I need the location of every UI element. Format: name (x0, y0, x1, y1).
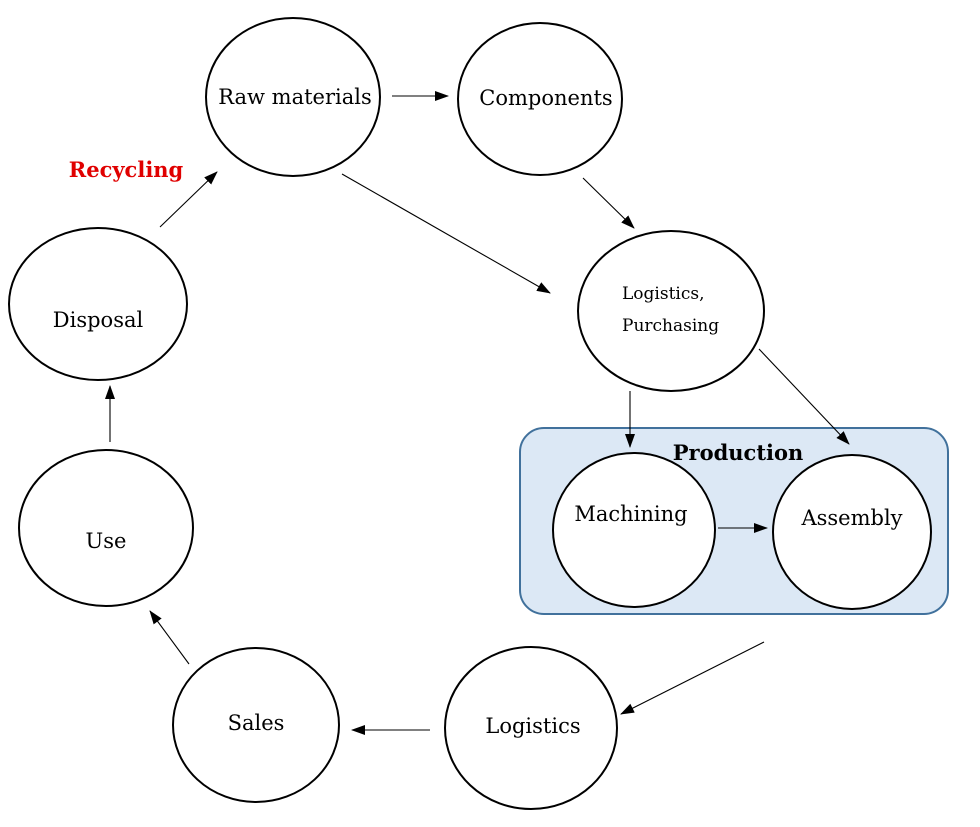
edge-sales-to-use (149, 610, 190, 665)
node-assembly-label: Assembly (800, 506, 902, 530)
node-disposal: Disposal (8, 227, 188, 381)
node-use: Use (18, 449, 194, 607)
edge-production-to-logistics (620, 641, 765, 715)
node-logistics-purchasing-label-line1: Logistics, (622, 284, 705, 304)
recycling-annotation: Recycling (69, 157, 184, 182)
node-components: Components (457, 22, 623, 176)
edges (105, 91, 850, 735)
edge-raw-materials-to-logistics-purchasing (341, 173, 551, 294)
node-logistics: Logistics (444, 646, 618, 810)
node-use-label: Use (86, 529, 127, 553)
node-logistics-label: Logistics (485, 714, 580, 738)
edge-components-to-logistics-purchasing (582, 177, 635, 229)
node-sales-label: Sales (228, 711, 285, 735)
node-raw-materials-label: Raw materials (218, 85, 372, 109)
edge-logistics-purchasing-to-assembly (758, 348, 850, 445)
node-components-label: Components (479, 86, 612, 110)
node-logistics-purchasing: Logistics, Purchasing (577, 230, 765, 392)
node-machining: Machining (552, 452, 716, 608)
production-group-title: Production (673, 440, 804, 465)
node-raw-materials: Raw materials (205, 17, 381, 177)
node-assembly: Assembly (772, 454, 932, 610)
node-logistics-purchasing-label-line2: Purchasing (622, 316, 719, 336)
node-sales: Sales (172, 647, 340, 803)
node-machining-label: Machining (574, 502, 687, 526)
node-disposal-label: Disposal (53, 308, 144, 332)
edge-disposal-to-raw-materials (159, 171, 218, 228)
